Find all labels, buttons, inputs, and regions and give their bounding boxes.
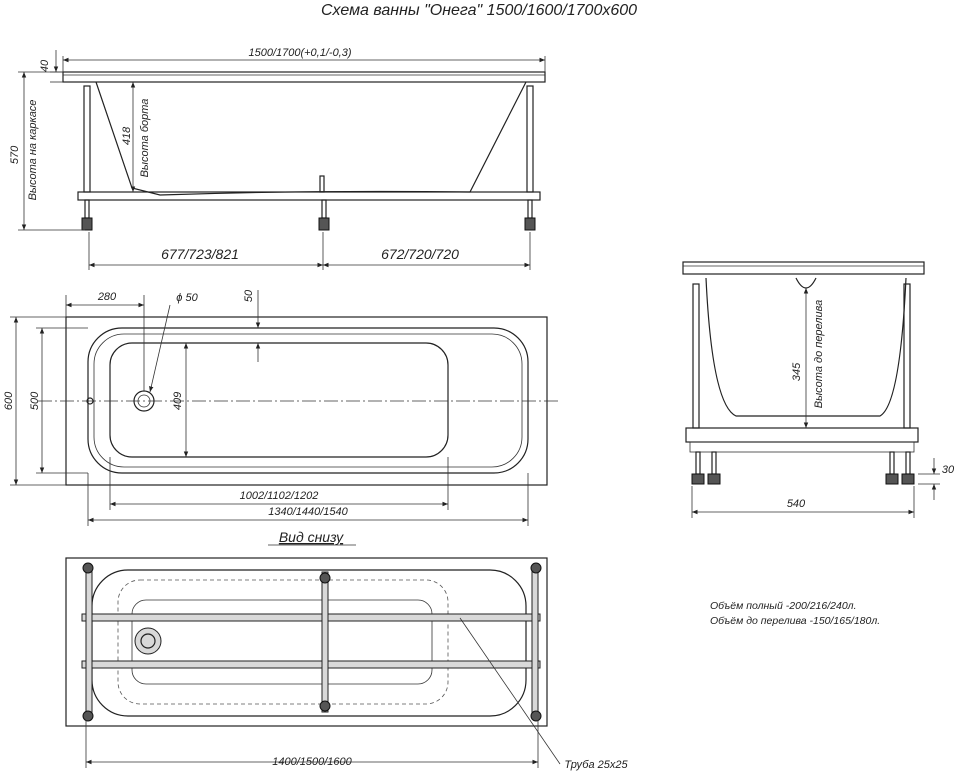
dim-left-span: 677/723/821 xyxy=(161,246,239,262)
dim-right-span: 672/720/720 xyxy=(381,246,459,262)
dim-frame-length: 1400/1500/1600 xyxy=(272,756,352,768)
side-rim xyxy=(62,71,546,83)
dim-inner-offset: 50 xyxy=(243,289,255,302)
pipe-leader xyxy=(459,617,561,765)
side-tub-body xyxy=(95,81,527,196)
dim-frame-width: 540 xyxy=(787,498,806,510)
dim-drain-offset: 280 xyxy=(97,291,117,303)
frame-post-left xyxy=(85,565,93,717)
end-post-left xyxy=(692,283,700,429)
frame-post-middle xyxy=(321,571,329,713)
side-post-right xyxy=(526,85,534,193)
side-feet xyxy=(81,199,536,231)
dim-frame-height-label: Высота на каркасе xyxy=(27,100,39,201)
side-frame-bar xyxy=(77,191,541,201)
dim-leg-height: 30 xyxy=(942,464,955,476)
note-volume-overflow: Объём до перелива -150/165/180л. xyxy=(710,615,880,627)
end-view: 345 Высота до перелива 30 540 xyxy=(682,261,955,518)
dim-width: 600 xyxy=(3,391,15,410)
bottom-drain xyxy=(134,627,162,655)
note-volume-full: Объём полный -200/216/240л. xyxy=(710,600,857,612)
top-bottom-area xyxy=(109,342,449,458)
dim-rim-thickness: 40 xyxy=(39,59,51,72)
frame-rail-top xyxy=(81,613,541,622)
dim-bottom-length: 1002/1102/1202 xyxy=(240,490,319,502)
dim-rim-height: 418 xyxy=(121,126,133,145)
end-frame-bar xyxy=(685,427,919,443)
pipe-label: Труба 25х25 xyxy=(564,759,628,771)
frame-post-right xyxy=(531,565,539,717)
dim-frame-height: 570 xyxy=(9,145,21,164)
top-view: 280 ϕ 50 50 600 500 409 1002/1102/1202 1… xyxy=(3,289,560,526)
bottom-outline xyxy=(65,557,548,727)
top-inner-rim xyxy=(87,327,529,474)
dim-overflow-height: 345 xyxy=(791,362,803,381)
dim-bottom-width: 409 xyxy=(172,392,184,410)
dim-inner-width: 500 xyxy=(29,391,41,410)
bottom-dashed-tub xyxy=(117,579,449,705)
frame-rail-bottom xyxy=(81,660,541,669)
bottom-view-label: Вид снизу xyxy=(279,529,344,545)
dim-overall-length: 1500/1700(+0,1/-0,3) xyxy=(248,47,351,59)
bottom-feet xyxy=(82,562,542,722)
side-post-left xyxy=(83,85,91,193)
end-rim xyxy=(682,261,925,275)
dim-overflow-label: Высота до перелива xyxy=(813,300,825,409)
dim-rim-height-label: Высота борта xyxy=(139,99,151,178)
dim-inner-length: 1340/1440/1540 xyxy=(268,506,348,518)
bottom-view: Вид снизу Труба 25х25 1400/15 xyxy=(65,529,628,771)
drawing-title: Схема ванны "Онега" 1500/1600/1700x600 xyxy=(321,2,637,19)
dim-drain-diameter: ϕ 50 xyxy=(176,292,198,304)
side-view: 1500/1700(+0,1/-0,3) 40 570 Высота на ка… xyxy=(9,47,546,270)
volume-notes: Объём полный -200/216/240л. Объём до пер… xyxy=(710,600,880,627)
end-feet xyxy=(691,451,915,485)
